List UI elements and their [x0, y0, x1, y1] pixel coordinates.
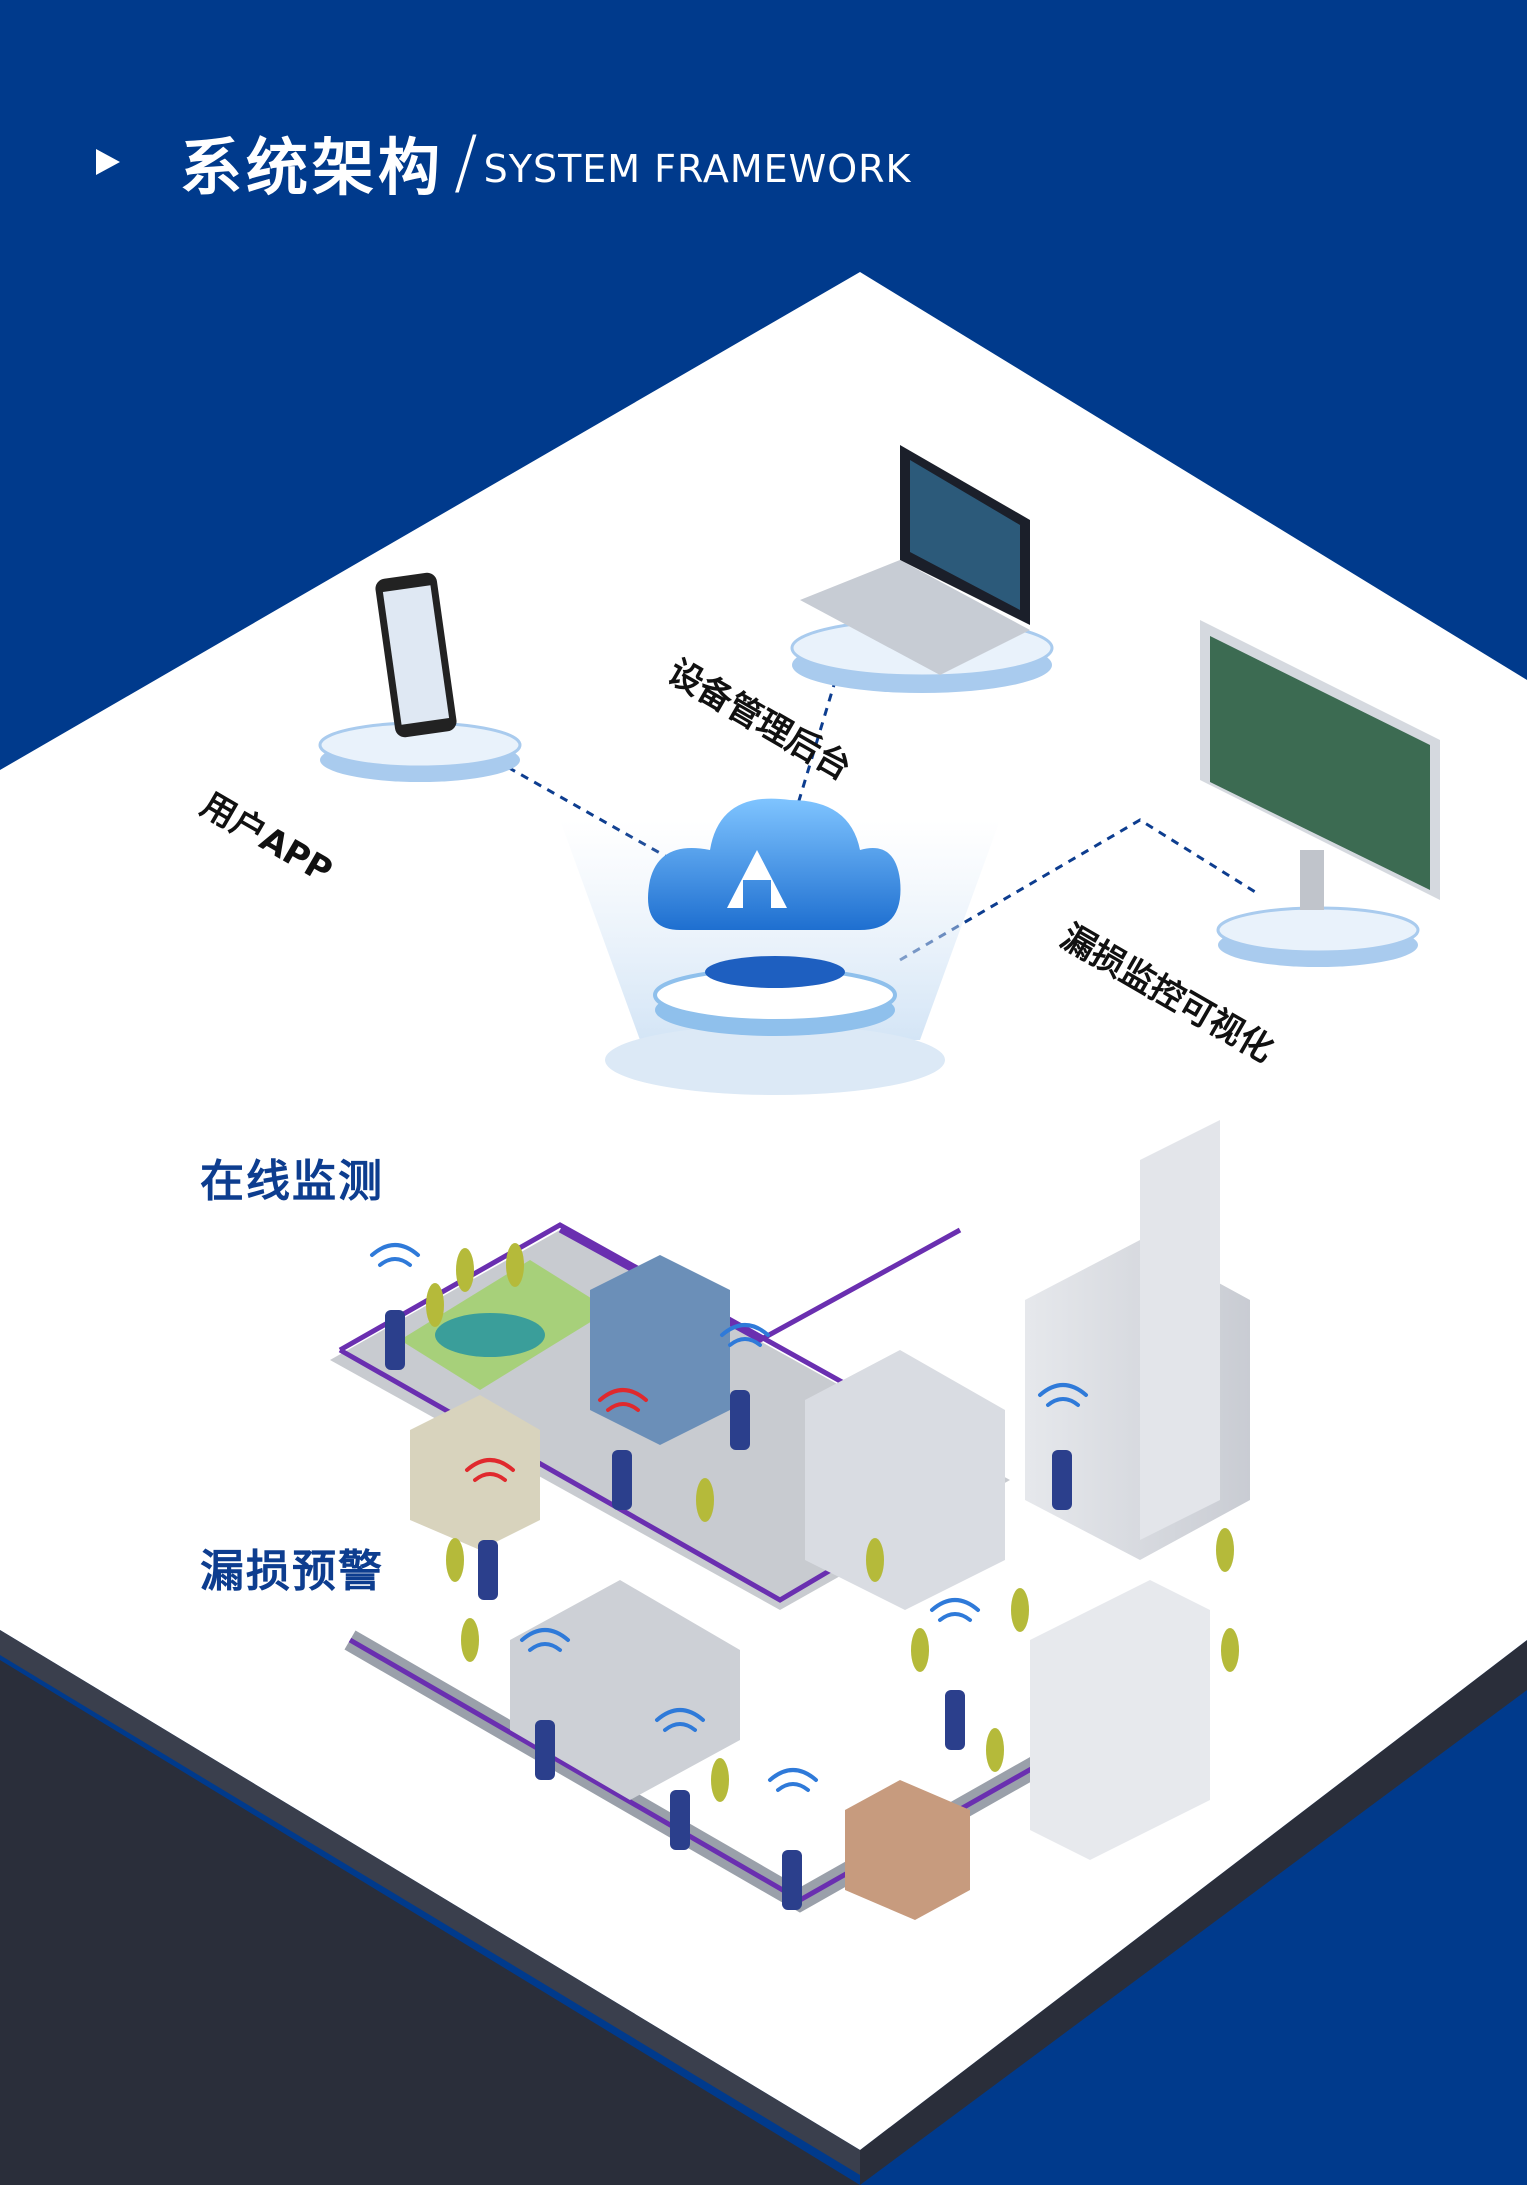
- label-leak-warning: 漏损预警: [200, 1546, 384, 1597]
- monitor-device: [1200, 620, 1440, 967]
- park-area: [400, 1260, 610, 1390]
- sensor-devices: [385, 1310, 1072, 1910]
- trees: [426, 1243, 1239, 1802]
- label-online-monitoring: 在线监测: [200, 1156, 384, 1207]
- cloud-icon: [648, 798, 901, 930]
- wifi-signal-icons: [370, 1243, 1088, 1792]
- city-buildings: [410, 1120, 1250, 1920]
- page-title: 系统架构: [180, 131, 445, 204]
- laptop-device: [790, 445, 1054, 693]
- isometric-platform: [0, 272, 1527, 2185]
- play-triangle-icon: [96, 149, 120, 175]
- page-subtitle: SYSTEM FRAMEWORK: [483, 147, 912, 191]
- cloud-platform: [560, 798, 1000, 1095]
- upload-arrow-icon: [727, 850, 787, 908]
- phone-device: [318, 572, 522, 782]
- section-header: 系统架构 / SYSTEM FRAMEWORK: [96, 121, 912, 204]
- title-separator: /: [454, 121, 478, 203]
